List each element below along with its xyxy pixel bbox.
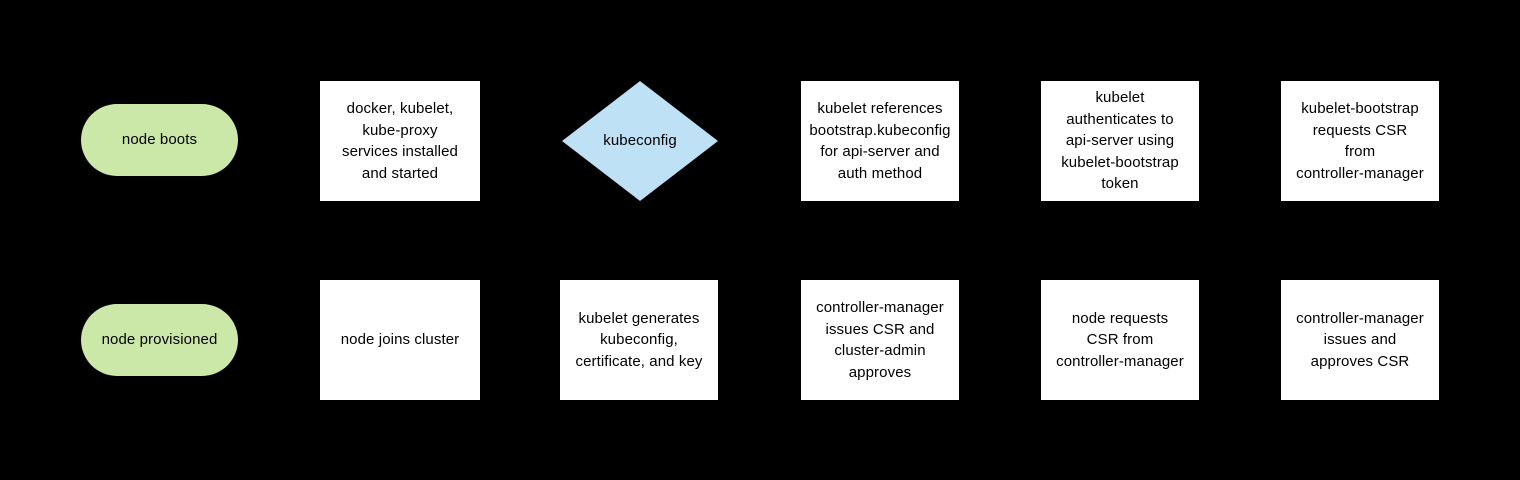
flowchart-node-cm-issues-csr[interactable]: controller-manager issues CSR and cluste…: [801, 280, 959, 400]
node-label-cm-issues-approves: controller-manager issues and approves C…: [1296, 309, 1424, 370]
flowchart-node-node-requests-csr[interactable]: node requests CSR from controller-manage…: [1041, 280, 1199, 400]
flowchart-node-kubelet-references[interactable]: kubelet references bootstrap.kubeconfig …: [801, 81, 959, 201]
node-label-kubeconfig: kubeconfig: [603, 132, 677, 150]
node-label-node-requests-csr: node requests CSR from controller-manage…: [1056, 309, 1184, 370]
node-label-bootstrap-requests-csr: kubelet-bootstrap requests CSR from cont…: [1296, 100, 1424, 182]
node-label-cm-issues-csr: controller-manager issues CSR and cluste…: [816, 299, 944, 381]
node-label-node-boots: node boots: [121, 131, 198, 149]
node-label-kubelet-references: kubelet references bootstrap.kubeconfig …: [809, 100, 951, 182]
flowchart-node-node-boots[interactable]: node boots: [81, 104, 238, 176]
node-label-node-joins-cluster: node joins cluster: [340, 331, 460, 349]
flowchart-node-kubeconfig[interactable]: kubeconfig: [562, 81, 718, 201]
flowchart-node-bootstrap-requests-csr[interactable]: kubelet-bootstrap requests CSR from cont…: [1281, 81, 1439, 201]
flowchart-node-node-provisioned[interactable]: node provisioned: [81, 304, 238, 376]
flowchart-node-services-installed[interactable]: docker, kubelet, kube-proxy services ins…: [320, 81, 480, 201]
flowchart-node-cm-issues-approves[interactable]: controller-manager issues and approves C…: [1281, 280, 1439, 400]
node-label-kubelet-authenticates: kubelet authenticates to api-server usin…: [1061, 89, 1179, 193]
node-label-kubelet-generates: kubelet generates kubeconfig, certificat…: [575, 309, 703, 370]
flowchart-node-node-joins-cluster[interactable]: node joins cluster: [320, 280, 480, 400]
flowchart-node-kubelet-generates[interactable]: kubelet generates kubeconfig, certificat…: [560, 280, 718, 400]
flowchart-node-kubelet-authenticates[interactable]: kubelet authenticates to api-server usin…: [1041, 81, 1199, 201]
node-label-services-installed: docker, kubelet, kube-proxy services ins…: [341, 100, 458, 182]
node-label-node-provisioned: node provisioned: [101, 331, 218, 349]
